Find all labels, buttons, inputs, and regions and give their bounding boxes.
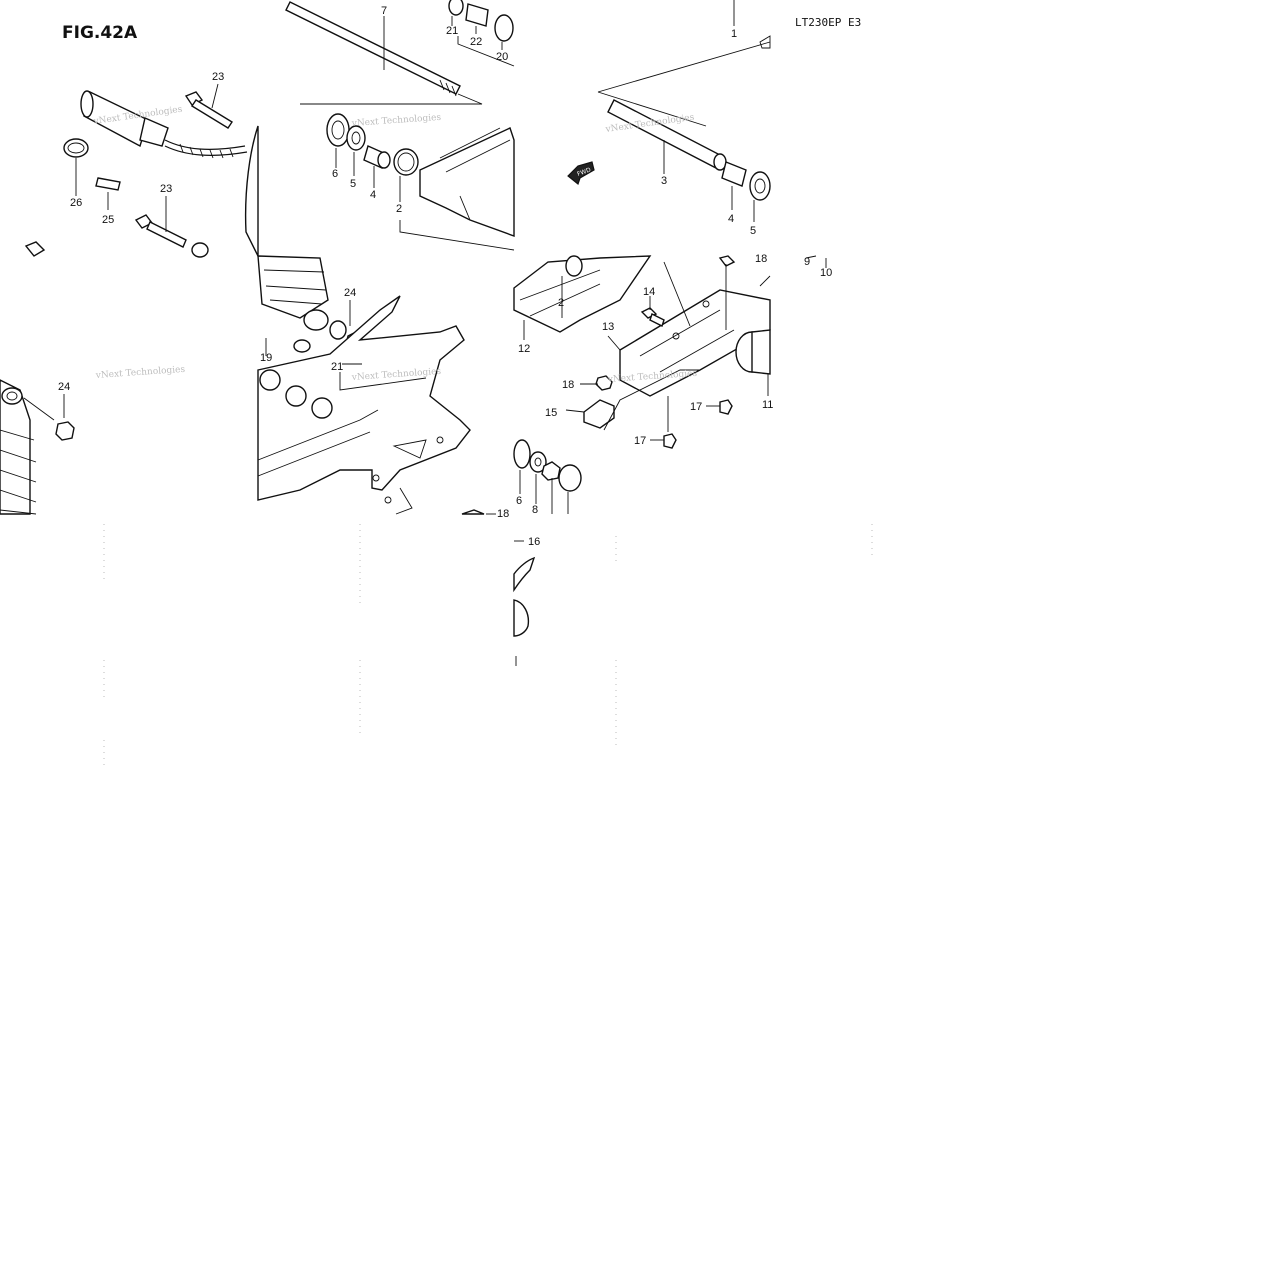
callout-4: 4 bbox=[370, 189, 376, 201]
callout-21: 21 bbox=[446, 25, 458, 37]
callout-18: 18 bbox=[755, 253, 767, 265]
callout-10: 10 bbox=[820, 267, 832, 279]
tile-middle-right bbox=[513, 255, 827, 514]
callout-22: 22 bbox=[470, 36, 482, 48]
callout-4: 4 bbox=[728, 213, 734, 225]
callout-16: 16 bbox=[528, 536, 540, 548]
figure-title: FIG.42A bbox=[62, 23, 138, 43]
callout-7: 7 bbox=[381, 5, 387, 17]
callout-1: 1 bbox=[731, 28, 737, 40]
watermark: vNext Technologies bbox=[351, 113, 442, 129]
callout-23: 23 bbox=[212, 71, 224, 83]
dotted-remnants bbox=[103, 524, 873, 768]
callout-9: 9 bbox=[804, 256, 810, 268]
watermark: vNext Technologies bbox=[95, 365, 186, 381]
callout-6: 6 bbox=[332, 168, 338, 180]
callout-15: 15 bbox=[545, 407, 557, 419]
fwd-label: FWD bbox=[576, 166, 592, 177]
callout-24: 24 bbox=[344, 287, 356, 299]
callout-20: 20 bbox=[496, 51, 508, 63]
callout-21: 21 bbox=[331, 361, 343, 373]
tile-top-middle bbox=[244, 0, 515, 257]
callout-25: 25 bbox=[102, 214, 114, 226]
callout-18: 18 bbox=[562, 379, 574, 391]
callout-26: 26 bbox=[70, 197, 82, 209]
callout-12: 12 bbox=[518, 343, 530, 355]
callout-2: 2 bbox=[558, 297, 564, 309]
callout-13: 13 bbox=[602, 321, 614, 333]
model-code: LT230EP E3 bbox=[795, 16, 861, 29]
tile-top-left bbox=[24, 83, 248, 258]
callout-labels: 23 26 25 23 7 21 22 20 6 5 4 2 1 3 4 5 2… bbox=[58, 5, 832, 548]
callout-23: 23 bbox=[160, 183, 172, 195]
callout-14: 14 bbox=[643, 286, 655, 298]
callout-5: 5 bbox=[350, 178, 356, 190]
callout-8: 8 bbox=[532, 504, 538, 516]
callout-11: 11 bbox=[762, 399, 773, 411]
callout-2: 2 bbox=[396, 203, 402, 215]
callout-24: 24 bbox=[58, 381, 70, 393]
callout-19: 19 bbox=[260, 352, 272, 364]
callout-6: 6 bbox=[516, 495, 522, 507]
tile-middle-left bbox=[0, 379, 75, 515]
tile-top-right: FWD bbox=[567, 0, 771, 222]
callout-17: 17 bbox=[690, 401, 702, 413]
callout-3: 3 bbox=[661, 175, 667, 187]
callout-5: 5 bbox=[750, 225, 756, 237]
callout-18: 18 bbox=[497, 508, 509, 520]
tile-center bbox=[257, 255, 496, 515]
tile-lower-middle bbox=[513, 540, 536, 666]
callout-17: 17 bbox=[634, 435, 646, 447]
